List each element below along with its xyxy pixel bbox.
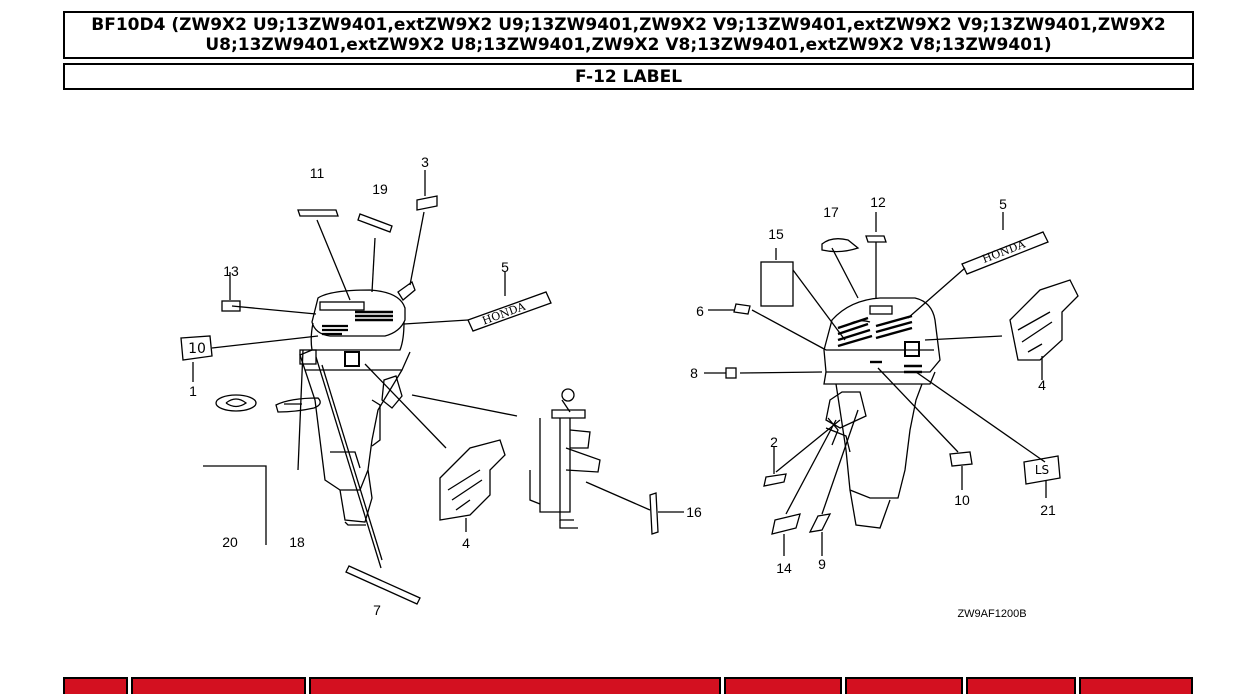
callout-18: 18 (289, 534, 305, 550)
diagram-code: ZW9AF1200B (957, 608, 1026, 620)
model-decal-text-right: LS (1035, 463, 1049, 477)
header-cell (966, 677, 1076, 694)
parts-table-header (63, 677, 1196, 694)
callout-12: 12 (870, 194, 886, 210)
left-outboard-engine (299, 280, 416, 526)
callout-5: 5 (501, 259, 509, 275)
callout-11: 11 (310, 165, 325, 181)
decal-10 (949, 451, 973, 467)
header-cell (845, 677, 963, 694)
decal-3 (416, 195, 438, 211)
right-outboard-engine (823, 297, 941, 529)
header-cell (724, 677, 842, 694)
decal-19 (357, 213, 393, 233)
callout-19: 19 (372, 181, 388, 197)
decal-2 (763, 473, 787, 487)
decal-4-left (439, 439, 506, 521)
section-title: F-12 LABEL (63, 63, 1194, 90)
decal-21 (1023, 455, 1061, 485)
callout-1: 1 (189, 383, 197, 399)
decal-4-right (1009, 279, 1079, 361)
decal-16 (649, 492, 659, 535)
callout-10: 10 (954, 492, 970, 508)
callout-13: 13 (223, 263, 239, 279)
callout-15: 15 (768, 226, 784, 242)
decal-9 (808, 513, 832, 533)
callout-14: 14 (776, 560, 792, 576)
decal-6 (733, 303, 751, 315)
callout-21: 21 (1040, 502, 1056, 518)
tilt-cylinder (529, 388, 601, 529)
decal-13 (221, 300, 241, 312)
decal-15 (760, 261, 794, 307)
decal-18 (275, 397, 321, 413)
header-cell (63, 677, 128, 694)
callout-8: 8 (690, 365, 698, 381)
decal-12 (865, 235, 887, 243)
callout-4: 4 (462, 535, 470, 551)
callout-9: 9 (818, 556, 826, 572)
page-title: BF10D4 (ZW9X2 U9;13ZW9401,extZW9X2 U9;13… (63, 11, 1194, 59)
header-cell (131, 677, 306, 694)
decal-11 (297, 209, 339, 217)
decal-5-honda (467, 291, 552, 332)
decal-17 (821, 238, 860, 253)
callout-3: 3 (421, 154, 429, 170)
decal-20 (215, 394, 257, 412)
callout-6: 6 (696, 303, 704, 319)
decal-8 (725, 367, 737, 379)
callout-16: 16 (686, 504, 702, 520)
callout-4-right: 4 (1038, 377, 1046, 393)
callout-17: 17 (823, 204, 839, 220)
honda-decal-text-right: HONDA (980, 237, 1028, 266)
callout-5-right: 5 (999, 196, 1007, 212)
honda-decal-text: HONDA (480, 300, 528, 328)
header-cell (1079, 677, 1193, 694)
model-decal-text: 10 (188, 341, 206, 357)
decal-5-honda-right (961, 231, 1049, 275)
callout-2: 2 (770, 434, 778, 450)
decal-14 (771, 513, 801, 535)
callout-20: 20 (222, 534, 238, 550)
decal-7 (345, 565, 421, 605)
decal-1 (180, 335, 213, 361)
header-cell (309, 677, 721, 694)
parts-diagram: HONDA HONDA 10 LS 11 19 3 13 5 1 4 16 20… (180, 154, 1079, 620)
callout-7: 7 (373, 602, 381, 618)
